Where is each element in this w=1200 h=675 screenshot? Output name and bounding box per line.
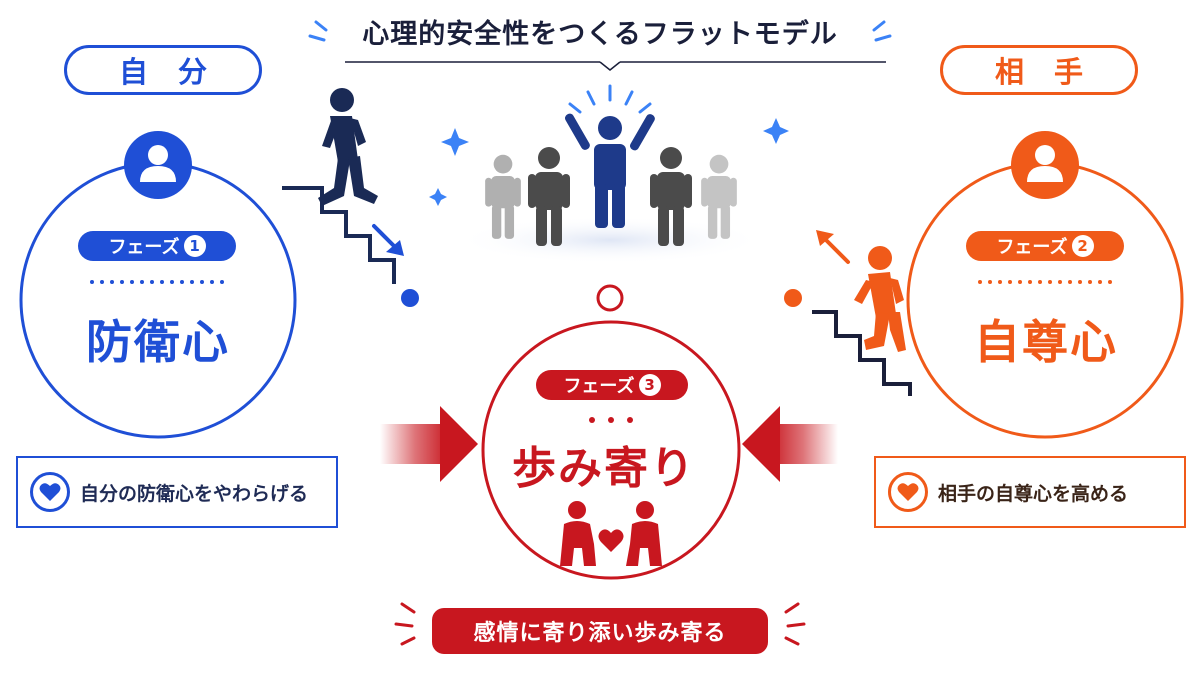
heart-icon (30, 472, 70, 512)
self-label: 自 分 (64, 45, 262, 95)
other-label: 相 手 (940, 45, 1138, 95)
middle-action-banner: 感情に寄り添い歩み寄る (432, 608, 768, 654)
middle-dot-separator (589, 417, 633, 423)
connector-line (401, 284, 802, 312)
other-heading: 自尊心 (974, 315, 1118, 369)
middle-heading: 歩み寄り (512, 443, 696, 494)
phase-3-text: フェーズ (563, 376, 635, 397)
phase-2-number: 2 (1071, 235, 1094, 257)
self-heading: 防衛心 (86, 315, 230, 369)
phase-1-text: フェーズ (108, 237, 180, 258)
heart-icon (888, 472, 928, 512)
arrow-left-icon (742, 406, 838, 482)
crowd-icon (455, 84, 765, 264)
self-user-icon (124, 131, 192, 199)
phase-3-number: 3 (638, 374, 661, 396)
walking-down-stairs-icon (282, 88, 404, 284)
self-circle (19, 161, 297, 439)
phase-1-number: 1 (183, 235, 206, 257)
banner-decoration (394, 602, 806, 646)
self-action-text: 自分の防衛心をやわらげる (80, 482, 309, 505)
sparkle-icon (429, 118, 789, 206)
self-dot-separator (90, 280, 224, 284)
title-decoration (308, 20, 892, 42)
arrow-right-icon (380, 406, 478, 482)
phase-1-badge: フェーズ 1 (78, 231, 236, 261)
couple-heart-icon (560, 501, 662, 566)
self-action-box: 自分の防衛心をやわらげる (16, 456, 338, 528)
other-dot-separator (978, 280, 1112, 284)
other-action-box: 相手の自尊心を高める (874, 456, 1186, 528)
other-action-text: 相手の自尊心を高める (938, 482, 1129, 505)
other-user-icon (1011, 131, 1079, 199)
other-circle (906, 161, 1184, 439)
phase-3-badge: フェーズ 3 (536, 370, 688, 400)
climbing-stairs-icon (812, 230, 912, 396)
phase-2-text: フェーズ (996, 237, 1068, 258)
phase-2-badge: フェーズ 2 (966, 231, 1124, 261)
page-title: 心理的安全性をつくるフラットモデル (362, 19, 838, 50)
title-underline (345, 61, 886, 71)
